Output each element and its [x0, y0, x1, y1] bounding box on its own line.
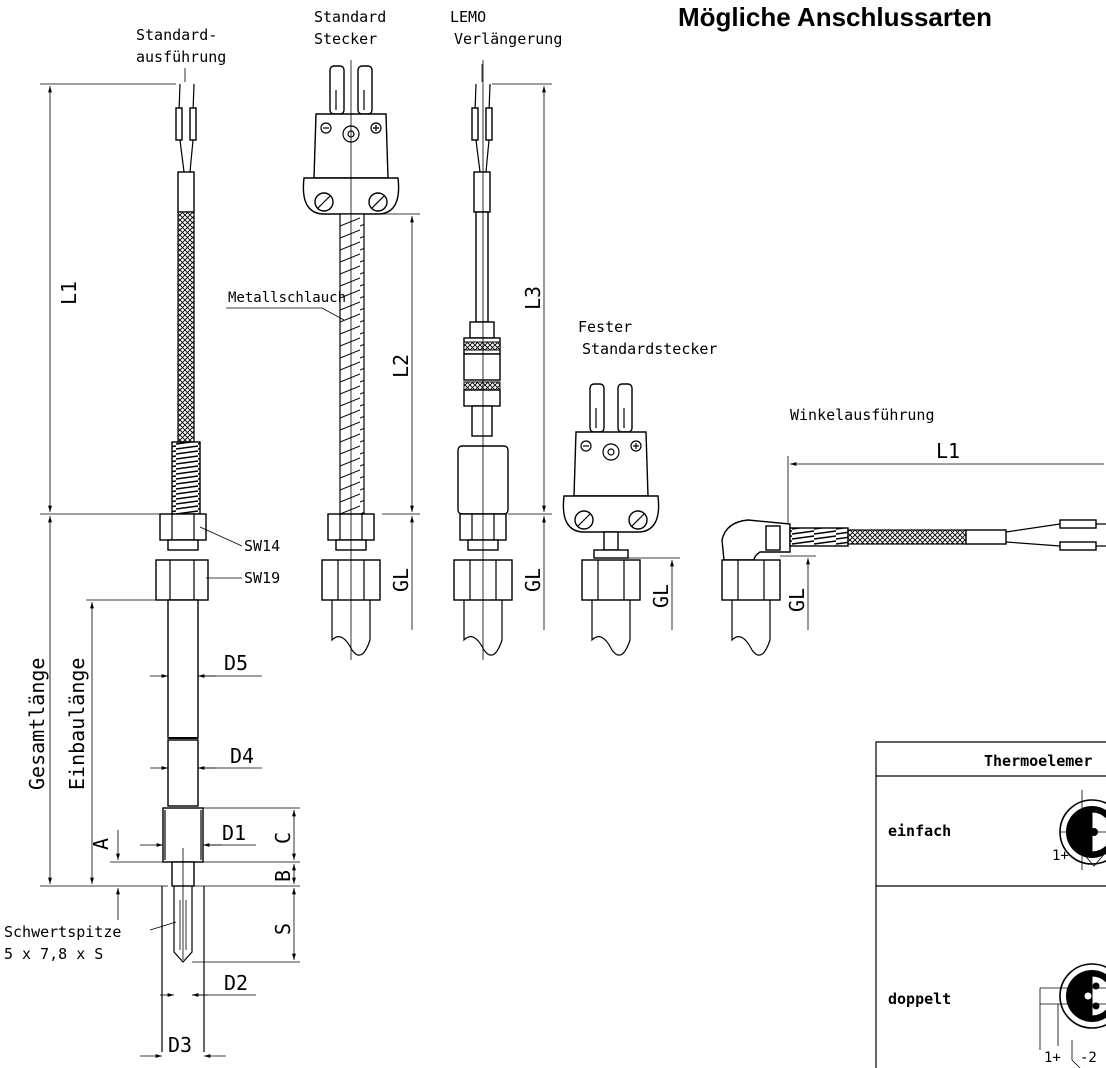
label-stecker-line2: Stecker [314, 30, 377, 48]
dim-D2-label: D2 [224, 971, 248, 995]
callout-SW19: SW19 [206, 569, 280, 587]
dim-D4-label: D4 [230, 744, 254, 768]
dim-C-label: C [271, 832, 295, 844]
label-stecker-line1: Standard [314, 8, 386, 26]
dim-L1-label: L1 [57, 281, 81, 305]
page-heading: Mögliche Anschlussarten [678, 2, 992, 32]
thermoelement-table: Thermoelemer einfach 1+ doppelt 1+ -2 [875, 741, 1106, 1068]
row-doppelt-polarity: 1+ [1044, 1050, 1061, 1066]
dim-D3: D3 [140, 1033, 226, 1058]
dim-D1-label: D1 [222, 821, 246, 845]
table-title: Thermoelemer [984, 752, 1092, 770]
dim-GL-4: GL [780, 555, 816, 630]
variant-winkelausfuehrung: Winkelausführung [721, 406, 1106, 656]
dim-GL-label-1: GL [389, 568, 413, 592]
label-winkel: Winkelausführung [790, 406, 935, 424]
dim-D5: D5 [150, 651, 262, 678]
dim-B: B [194, 864, 300, 887]
dim-einbaulaenge-label: Einbaulänge [65, 658, 89, 790]
label-SW14: SW14 [244, 537, 280, 555]
dim-D3-label: D3 [168, 1033, 192, 1057]
dim-L3-label: L3 [521, 286, 545, 310]
row-doppelt-polarity2: -2 [1080, 1050, 1097, 1066]
dim-D4: D4 [150, 744, 262, 770]
dim-D2: D2 [160, 971, 256, 997]
callout-schwertspitze: Schwertspitze 5 x 7,8 x S [4, 921, 177, 963]
label-schwertspitze-line1: Schwertspitze [4, 923, 121, 941]
dim-einbaulaenge: Einbaulänge [65, 599, 156, 884]
dim-GL-3: GL [618, 557, 680, 630]
row-einfach-polarity: 1+ [1052, 848, 1069, 864]
row-doppelt-label: doppelt [888, 990, 951, 1008]
dim-L1-winkel: L1 [787, 439, 1104, 524]
label-fester-line1: Fester [578, 318, 632, 336]
variant-standard-ausfuehrung: Standard- ausführung [136, 26, 226, 1052]
label-SW19: SW19 [244, 569, 280, 587]
dim-D1: D1 [140, 821, 256, 847]
dim-GL-1: GL [389, 516, 414, 630]
dim-gesamtlaenge: Gesamtlänge [25, 516, 168, 887]
dim-GL-label-3: GL [649, 584, 673, 608]
dim-L1-winkel-label: L1 [936, 439, 960, 463]
dim-L2-label: L2 [389, 354, 413, 378]
label-schwertspitze-line2: 5 x 7,8 x S [4, 945, 103, 963]
label-fester-line2: Standardstecker [582, 340, 717, 358]
dim-L2: L2 [382, 213, 420, 515]
callout-metallschlauch: Metallschlauch [226, 290, 346, 321]
dim-A-label: A [89, 838, 113, 850]
dim-gesamtlaenge-label: Gesamtlänge [25, 658, 49, 790]
dim-S: S [192, 888, 300, 963]
dim-S-label: S [271, 923, 295, 935]
dim-GL-2: GL [521, 516, 546, 630]
dim-L3: L3 [492, 83, 552, 515]
label-lemo-line1: LEMO [450, 8, 486, 26]
dim-GL-label-2: GL [521, 568, 545, 592]
label-lemo-line2: Verlängerung [454, 30, 562, 48]
dim-GL-label-4: GL [785, 588, 809, 612]
label-standard-line2: ausführung [136, 48, 226, 66]
dim-B-label: B [271, 870, 295, 882]
dim-L1: L1 [40, 83, 176, 515]
variant-standard-stecker: Standard Stecker [302, 8, 400, 660]
label-metallschlauch: Metallschlauch [228, 290, 346, 306]
variant-fester-standardstecker: Fester Standardstecker [562, 318, 717, 656]
dim-A: A [89, 830, 172, 920]
variant-lemo: LEMO Verlängerung [450, 8, 562, 660]
callout-SW14: SW14 [199, 526, 280, 555]
label-standard-line1: Standard- [136, 26, 217, 44]
dim-C: C [203, 807, 300, 863]
row-einfach-label: einfach [888, 822, 951, 840]
dim-D5-label: D5 [224, 651, 248, 675]
